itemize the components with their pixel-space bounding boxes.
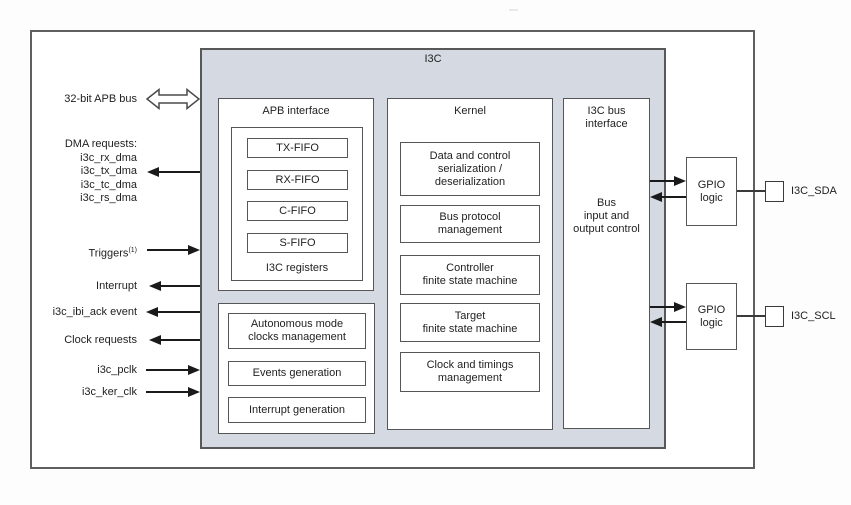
tx-fifo-label: TX-FIFO bbox=[276, 141, 319, 154]
scl-in-arrow-line bbox=[661, 321, 686, 323]
s-fifo-box: S-FIFO bbox=[247, 233, 348, 253]
bus-io-control-label: Bus input and output control bbox=[573, 197, 640, 235]
triggers-superscript: (1) bbox=[128, 247, 137, 254]
clock-requests-arrow-line bbox=[160, 339, 200, 341]
ker-clk-arrowhead bbox=[188, 387, 200, 397]
triggers-arrowhead bbox=[188, 245, 200, 255]
controller-fsm-box: Controller finite state machine bbox=[400, 255, 540, 295]
interrupt-generation-label: Interrupt generation bbox=[248, 403, 345, 416]
target-fsm-box: Target finite state machine bbox=[400, 303, 540, 342]
gpio-sda-wire bbox=[737, 190, 765, 192]
dma-header-label: DMA requests: bbox=[64, 138, 137, 150]
sda-out-arrowhead bbox=[674, 176, 686, 186]
pclk-arrowhead bbox=[188, 365, 200, 375]
triggers-label: Triggers(1) bbox=[89, 244, 138, 261]
ibi-ack-arrow-line bbox=[157, 311, 200, 313]
serialization-box: Data and control serialization / deseria… bbox=[400, 142, 540, 196]
scl-in-arrowhead bbox=[650, 317, 662, 327]
apb-bus-double-arrow bbox=[146, 88, 200, 110]
scl-out-arrowhead bbox=[674, 302, 686, 312]
dma-item-label: i3c_rx_dma bbox=[80, 151, 137, 164]
c-fifo-label: C-FIFO bbox=[279, 204, 316, 217]
pclk-label: i3c_pclk bbox=[97, 364, 137, 376]
i3c-bus-interface-title: I3C bus interface bbox=[585, 105, 628, 130]
ker-clk-arrow-line bbox=[146, 391, 189, 393]
s-fifo-label: S-FIFO bbox=[279, 236, 316, 249]
dma-item-label: i3c_tc_dma bbox=[80, 178, 137, 191]
apb-interface-title: APB interface bbox=[262, 105, 330, 117]
controller-fsm-label: Controller finite state machine bbox=[422, 262, 518, 287]
dma-item-label: i3c_rs_dma bbox=[80, 192, 137, 204]
top-tick-mark bbox=[509, 9, 518, 11]
rx-fifo-label: RX-FIFO bbox=[275, 173, 320, 186]
autonomous-clocks-label: Autonomous mode clocks management bbox=[248, 318, 346, 343]
tx-fifo-box: TX-FIFO bbox=[247, 138, 348, 158]
triggers-arrow-line bbox=[147, 249, 189, 251]
interrupt-label: Interrupt bbox=[96, 280, 137, 292]
events-generation-box: Events generation bbox=[228, 361, 366, 386]
autonomous-clocks-box: Autonomous mode clocks management bbox=[228, 313, 366, 349]
target-fsm-label: Target finite state machine bbox=[422, 309, 518, 335]
clock-requests-arrowhead bbox=[149, 335, 161, 345]
events-generation-label: Events generation bbox=[252, 367, 342, 379]
bus-protocol-label: Bus protocol management bbox=[437, 211, 503, 236]
i3c-scl-label: I3C_SCL bbox=[791, 310, 836, 322]
interrupt-arrow-line bbox=[160, 285, 200, 287]
gpio-logic-sda-label: GPIO logic bbox=[697, 178, 726, 204]
bus-protocol-box: Bus protocol management bbox=[400, 205, 540, 243]
sda-out-arrow-line bbox=[650, 180, 675, 182]
i3c-scl-pad bbox=[765, 306, 784, 327]
rx-fifo-box: RX-FIFO bbox=[247, 170, 348, 190]
ibi-ack-label: i3c_ibi_ack event bbox=[52, 306, 137, 318]
i3c-registers-label: I3C registers bbox=[265, 262, 329, 274]
c-fifo-box: C-FIFO bbox=[247, 201, 348, 221]
ker-clk-label: i3c_ker_clk bbox=[81, 386, 137, 398]
sda-in-arrow-line bbox=[661, 196, 686, 198]
dma-arrowhead bbox=[147, 167, 159, 177]
gpio-logic-scl-label: GPIO logic bbox=[697, 303, 726, 329]
pclk-arrow-line bbox=[146, 369, 189, 371]
clock-requests-label: Clock requests bbox=[64, 334, 137, 346]
gpio-scl-wire bbox=[737, 315, 765, 317]
interrupt-generation-box: Interrupt generation bbox=[228, 397, 366, 423]
i3c-bus-interface-box bbox=[563, 98, 650, 429]
scl-out-arrow-line bbox=[650, 306, 675, 308]
clock-timings-box: Clock and timings management bbox=[400, 352, 540, 392]
gpio-logic-sda-box: GPIO logic bbox=[686, 157, 737, 226]
dma-requests-block: DMA requests: i3c_rx_dma i3c_tx_dma i3c_… bbox=[65, 138, 137, 206]
i3c-block-title: I3C bbox=[424, 53, 442, 65]
i3c-sda-label: I3C_SDA bbox=[791, 185, 837, 197]
kernel-title: Kernel bbox=[454, 105, 486, 117]
dma-arrow-line bbox=[158, 171, 200, 173]
sda-in-arrowhead bbox=[650, 192, 662, 202]
serialization-label: Data and control serialization / deseria… bbox=[429, 149, 511, 188]
dma-item-label: i3c_tx_dma bbox=[80, 165, 137, 177]
gpio-logic-scl-box: GPIO logic bbox=[686, 283, 737, 350]
ibi-ack-arrowhead bbox=[146, 307, 158, 317]
apb-bus-label: 32-bit APB bus bbox=[64, 93, 137, 105]
interrupt-arrowhead bbox=[149, 281, 161, 291]
i3c-sda-pad bbox=[765, 181, 784, 202]
triggers-text: Triggers bbox=[88, 247, 129, 260]
clock-timings-label: Clock and timings management bbox=[426, 359, 514, 384]
